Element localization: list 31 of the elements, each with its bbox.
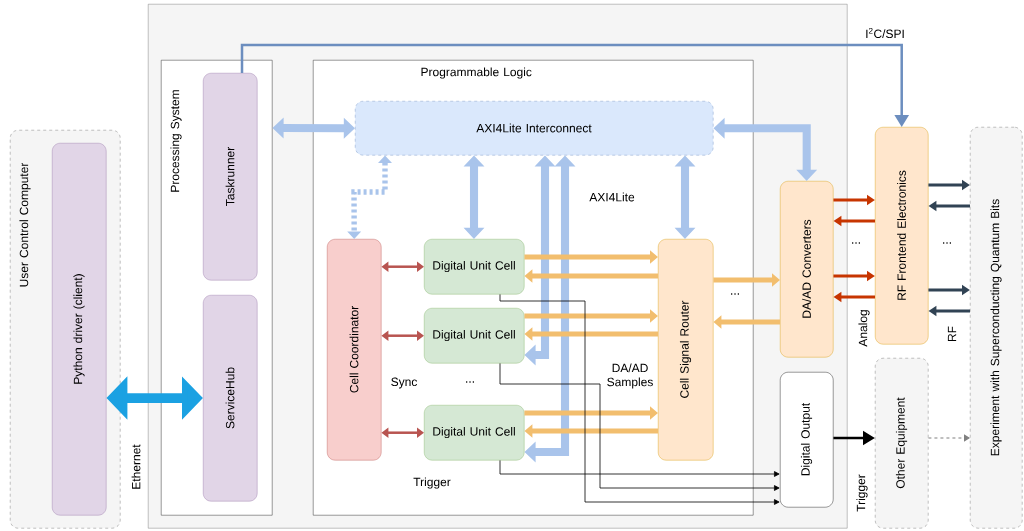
experiment-box: Experiment with Superconducting Quantum Bits (970, 127, 1023, 529)
ellipsis: ... (466, 381, 474, 383)
converter-box: DA/AD Converters (780, 181, 834, 358)
frontend-box: RF Frontend Electronics (875, 127, 929, 345)
arrow (499, 460, 780, 477)
coordinator-box: Cell Coordinator (327, 239, 382, 461)
interconnect-box: AXI4Lite Interconnect (355, 101, 714, 156)
signal-label: Analog (858, 310, 870, 347)
cell-box: Digital Unit Cell (424, 308, 525, 364)
signal-label: Sync (391, 377, 417, 389)
signal-label: RF (947, 326, 957, 341)
edge-label: I$^{2}$C/SPI (866, 28, 904, 39)
signal-label: Trigger (413, 477, 451, 489)
signal-label: DA/AD Samples (607, 363, 653, 389)
output-box: Digital Output (780, 372, 834, 508)
cell-box: Digital Unit Cell (424, 239, 525, 295)
software-box: Taskrunner (203, 73, 258, 281)
edge-label: Ethernet (131, 444, 141, 489)
arrow (927, 434, 970, 442)
ellipsis: ... (943, 242, 951, 244)
software-box: ServiceHub (203, 295, 258, 502)
ellipsis: ... (731, 293, 739, 295)
cell-box: Digital Unit Cell (424, 405, 525, 461)
arrow (499, 363, 780, 491)
software-box: Python driver (client) (52, 143, 107, 516)
router-box: Cell Signal Router (658, 239, 714, 461)
bus-label: AXI4Lite (589, 192, 635, 202)
edge-label: Trigger (856, 474, 868, 512)
ellipsis: ... (852, 242, 860, 244)
arrow (499, 294, 780, 505)
equipment-box: Other Equipment (875, 358, 929, 529)
